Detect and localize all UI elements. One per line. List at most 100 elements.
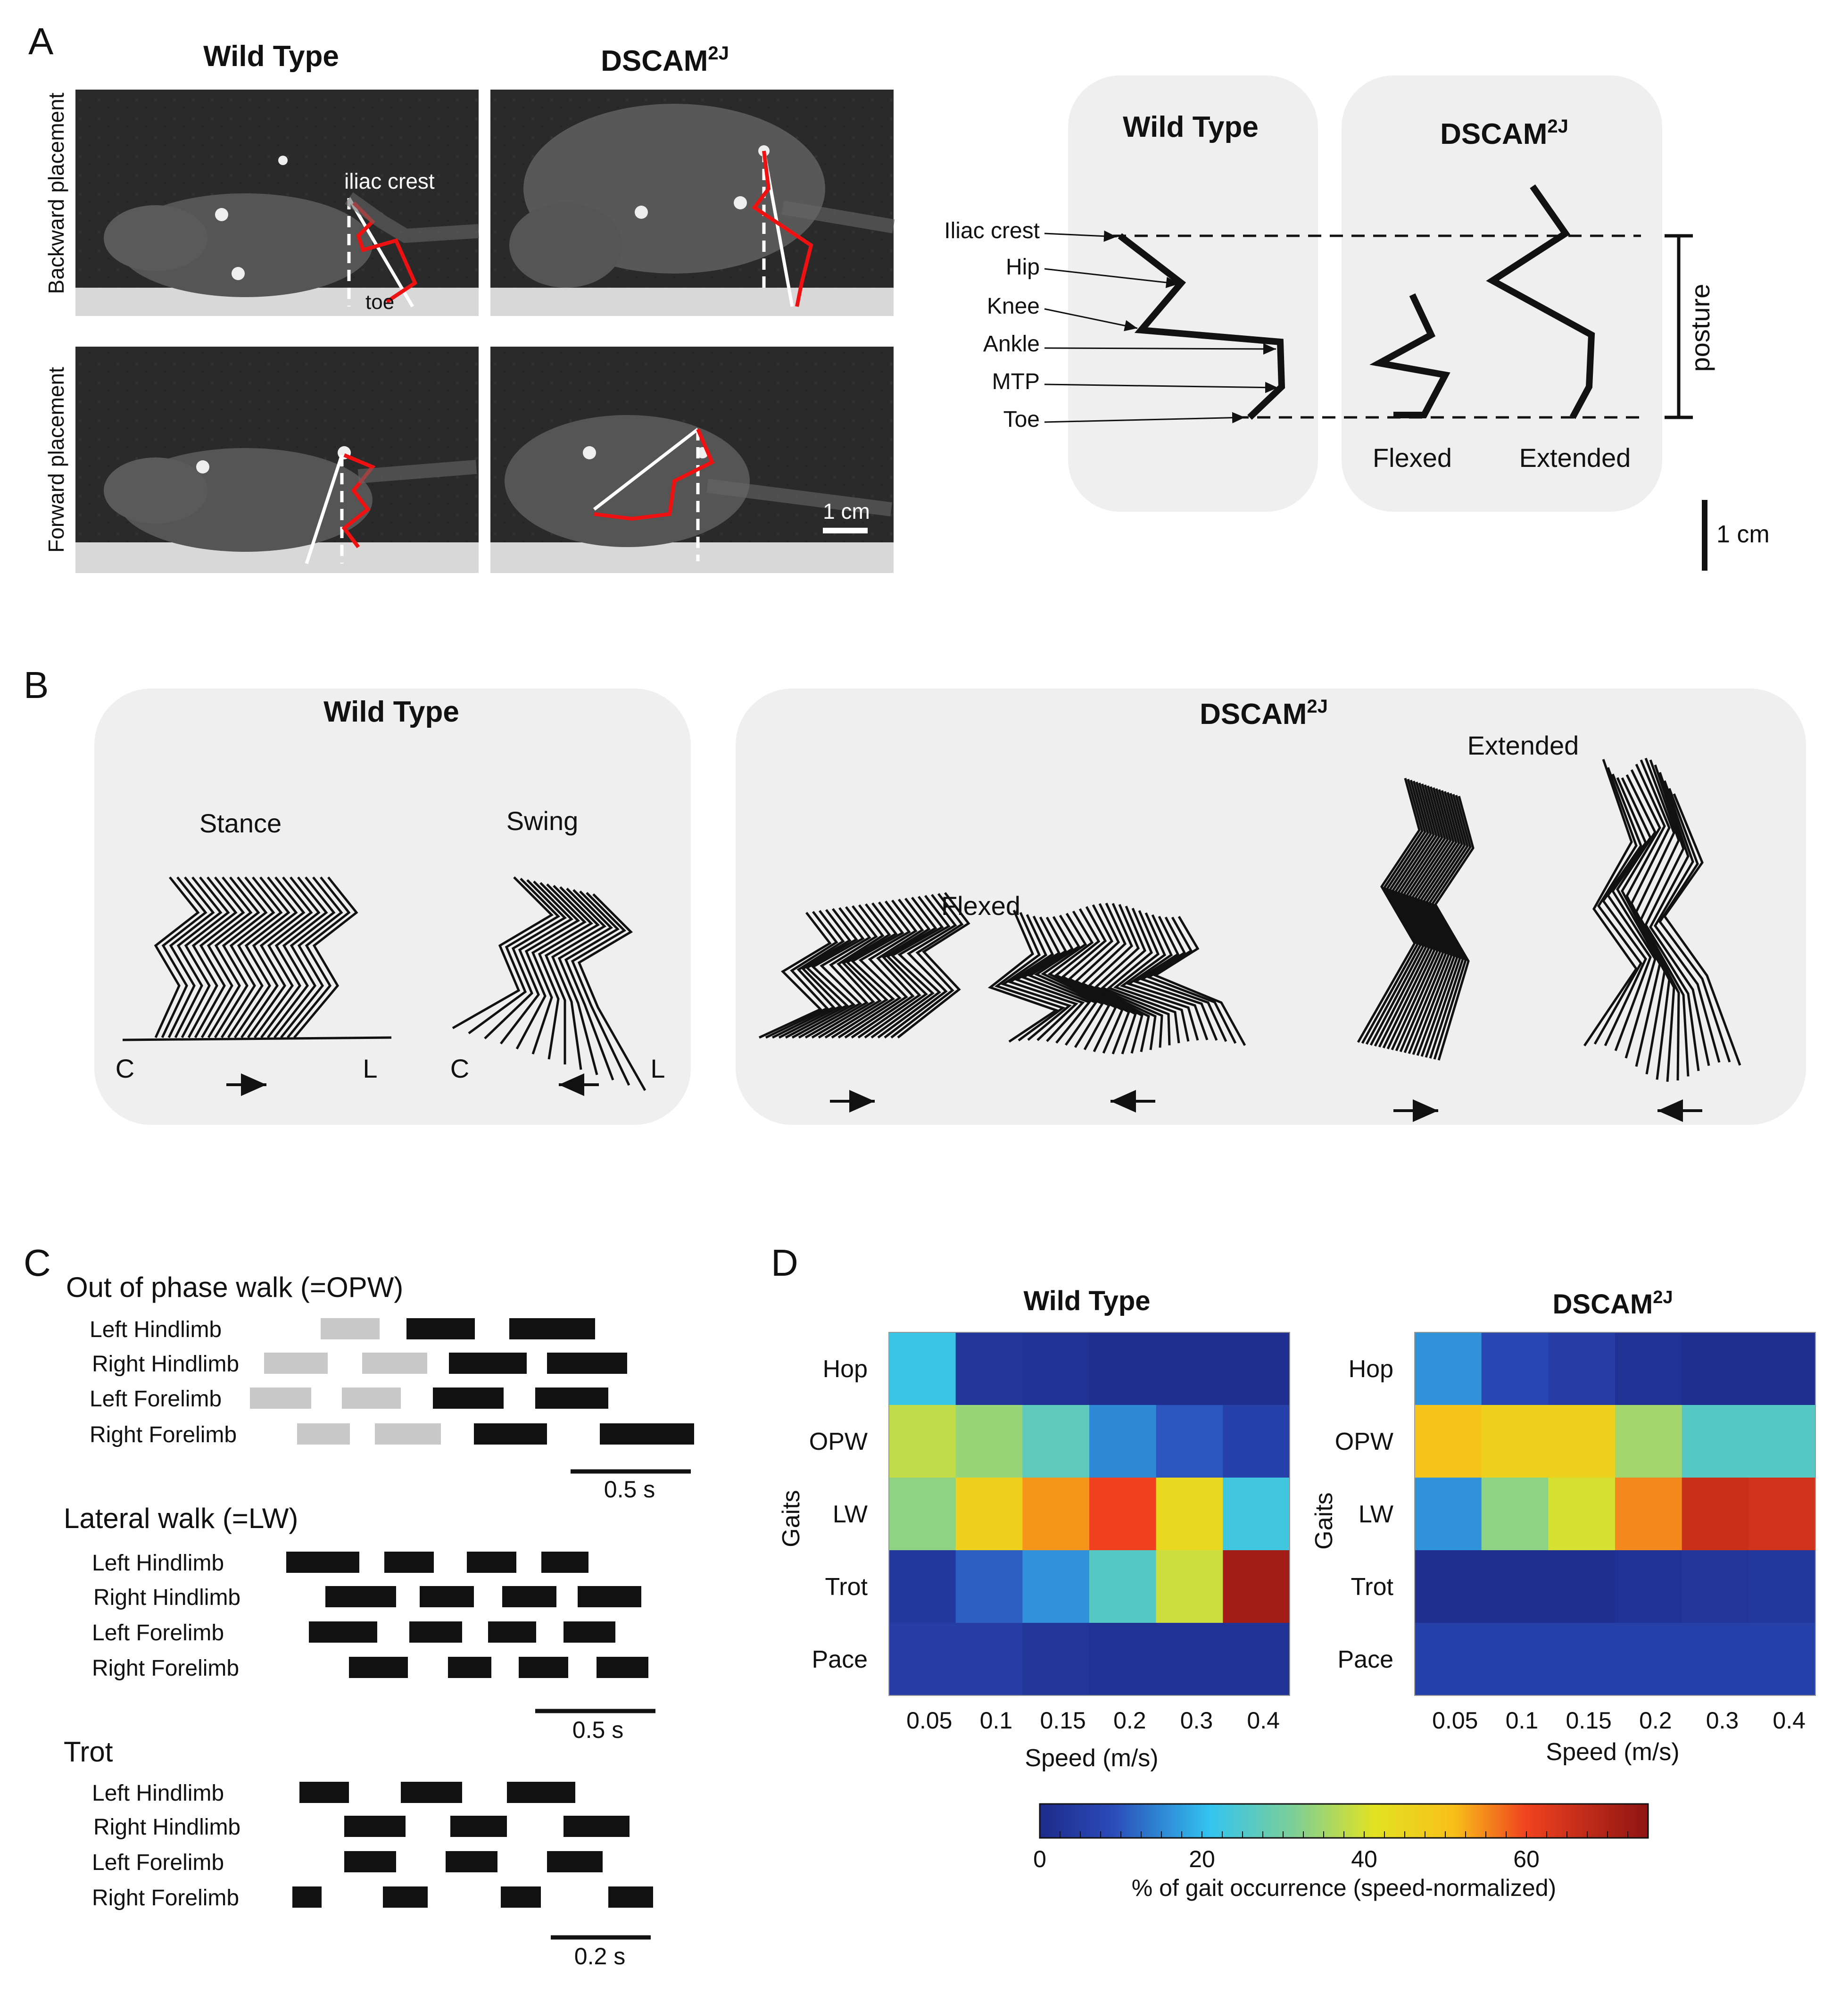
lw-limb-labels: Left Hindlimb Right Hindlimb Left Foreli… [92,1551,240,1681]
limb-stick-frame [1630,759,1675,1082]
limb-stick-frame [771,910,845,1039]
limb-stick-frame [1644,764,1700,1072]
speed-tick-label: 0.15 [1566,1707,1612,1734]
limb-stick-frame [484,879,567,1039]
limb-stick-frame [253,876,313,1039]
limb-stick-frame [1625,764,1671,1080]
limb-stick-frame [1593,767,1642,1045]
limb-stick-frame [1369,781,1429,1046]
limb-stick-frame [214,876,268,1039]
limb-stick-frame [1416,791,1460,1056]
limb-stick-frame [280,876,343,1039]
heatmap-cell [1223,1405,1290,1478]
limb-stick-frame [194,876,245,1039]
heatmap-cell [889,1623,956,1696]
limb-stick-frame [1606,777,1652,1051]
heatmap-cell [1223,1550,1290,1623]
panel-label-a: A [28,20,54,62]
limb-stick-frame [1061,906,1131,1055]
limb-stick-frame [1041,913,1111,1050]
label-toe: toe [365,291,394,314]
limb-stick-frame [1640,759,1690,1077]
colorbar-tick-label: 60 [1513,1846,1540,1872]
heatmap-cell [955,1405,1023,1478]
limb-stick-frame [1654,780,1721,1063]
limb-stick-frame [811,904,885,1039]
heatmap-cell [1415,1478,1482,1551]
stick-figure-traces [122,757,1741,1091]
opw-gait-bars [250,1318,694,1445]
limb-stick-frame [831,901,904,1039]
heatmap-cell [1415,1405,1482,1478]
heatmap-cell [1156,1405,1223,1478]
svg-text:Right Forelimb: Right Forelimb [90,1422,237,1447]
heatmap-cell [1749,1332,1816,1405]
limb-stick-frame [1133,915,1218,1041]
limb-stick-frame [207,876,260,1039]
limb-stick-frame [273,876,336,1039]
limb-stick-frame [1649,772,1710,1066]
heatmap-cell [1749,1478,1816,1551]
colorbar-label: % of gait occurrence (speed-normalized) [1132,1875,1556,1901]
heatmap-cell [955,1623,1023,1696]
photo-ds-backward [490,90,895,316]
heatmap-cell [1548,1332,1616,1405]
gait-label: Pace [812,1646,868,1673]
limb-stick-frame [1374,781,1432,1047]
limb-stick-frame [877,895,951,1039]
limb-stick-frame [233,876,290,1039]
label-iliac-crest: iliac crest [344,169,435,193]
speed-tick-label: 0.3 [1706,1707,1739,1734]
heatmap-cell [1682,1332,1749,1405]
limb-stick-frame [798,906,871,1039]
label-swing: Swing [506,806,579,836]
speed-tick-label: 0.05 [1432,1707,1478,1734]
limb-stick-frame [1146,916,1237,1044]
limb-stick-frame [1583,759,1638,1047]
limb-stick-frame [844,899,918,1039]
lw-title: Lateral walk (=LW) [64,1503,298,1534]
speed-tick-label: 0.1 [1506,1707,1539,1734]
heatmap-cell [1156,1550,1223,1623]
gait-label: LW [833,1501,868,1528]
heatmap-cell [1223,1478,1290,1551]
limb-stick-frame [778,909,852,1039]
posture-label: posture [1685,284,1715,372]
limb-stick-frame [851,898,924,1039]
svg-text:Iliac crest: Iliac crest [944,218,1040,243]
limb-stick-frame [1434,796,1475,1061]
photo-scale-label: 1 cm [823,499,870,523]
limb-stick-frame [220,876,275,1039]
limb-stick-frame [890,893,964,1039]
heatmap-cell [1089,1550,1157,1623]
limb-stick-frame [758,912,832,1039]
limb-stick-frame [870,896,944,1039]
limb-stick-frame [1403,788,1452,1053]
gait-label: Pace [1337,1646,1393,1673]
limb-stick-frame [1382,783,1438,1049]
label-b-flexed: Flexed [941,891,1020,921]
opw-scale-label: 0.5 s [604,1476,655,1503]
limb-stick-frame [837,900,911,1039]
limb-stick-frame [1080,902,1150,1052]
gait-label: Trot [825,1573,868,1601]
row-label-forward: Forward placement [44,367,68,553]
limb-stick-frame [577,893,646,1091]
heatmap-cell [1156,1332,1223,1405]
heatmap-wt-ylabel: Gaits [778,1490,805,1547]
colorbar-tick-label: 20 [1189,1846,1215,1872]
limb-stick-frame [1658,788,1731,1063]
limb-stick-frame [1027,916,1098,1046]
label-flexed: Flexed [1373,443,1452,473]
limb-stick-frame [564,890,620,1080]
heatmap-cell [1481,1405,1549,1478]
heatmap-cell [1223,1332,1290,1405]
heatmap-ds-xlabel: Speed (m/s) [1546,1738,1679,1766]
heatmap-cell [1089,1405,1157,1478]
heatmap-cell [1415,1332,1482,1405]
limb-stick-frame [1365,780,1426,1045]
